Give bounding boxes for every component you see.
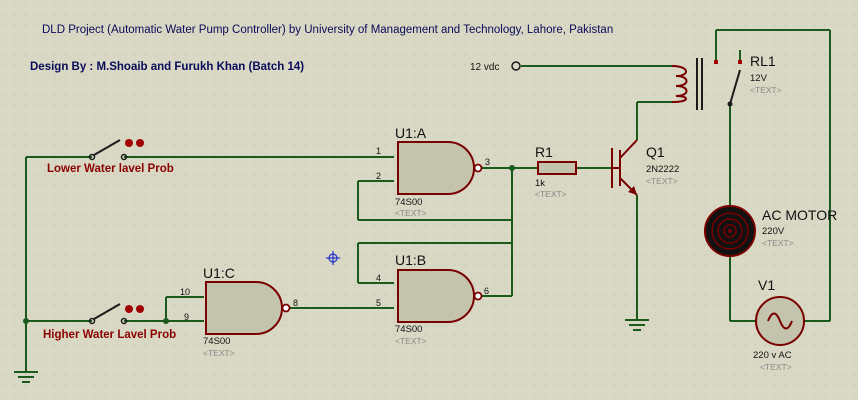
lower-probe-switch[interactable] — [88, 139, 145, 161]
q1-part: 2N2222 — [646, 164, 679, 175]
inverter-bubble — [473, 163, 483, 173]
probe-contact-icon — [125, 305, 133, 313]
relay-contact-icon — [714, 60, 718, 64]
diagram-title: DLD Project (Automatic Water Pump Contro… — [42, 24, 613, 36]
emitter-arrow-icon — [628, 186, 637, 195]
motor-value: 220V — [762, 226, 785, 237]
gate-u1b[interactable] — [397, 269, 483, 323]
u1c-text: <TEXT> — [203, 348, 235, 358]
u1b-pin5: 5 — [376, 298, 381, 308]
ground-transistor[interactable] — [625, 319, 649, 331]
supply-terminal-icon[interactable] — [511, 61, 521, 71]
u1c-pin8: 8 — [293, 298, 298, 308]
junctions — [23, 165, 515, 324]
rl1-value: 12V — [750, 73, 768, 84]
u1b-pin6: 6 — [484, 286, 489, 296]
u1a-part: 74S00 — [395, 197, 422, 208]
supply-label: 12 vdc — [470, 62, 499, 73]
u1c-pin10: 10 — [180, 287, 190, 297]
u1c-pin9: 9 — [184, 312, 189, 322]
gate-u1a[interactable] — [397, 141, 483, 195]
probe-contact-icon — [136, 139, 144, 147]
r1-ref: R1 — [535, 144, 553, 160]
r1-text: <TEXT> — [535, 189, 567, 199]
junction-dot — [163, 318, 169, 324]
u1b-ref: U1:B — [395, 252, 426, 268]
sine-wave-icon — [767, 312, 793, 330]
origin-crosshair-icon — [326, 251, 340, 265]
lower-probe-label: Lower Water lavel Prob — [47, 163, 174, 175]
relay-rl1[interactable] — [671, 58, 742, 110]
rl1-ref: RL1 — [750, 53, 776, 69]
u1a-ref: U1:A — [395, 125, 427, 141]
junction-dot — [23, 318, 29, 324]
u1b-pin4: 4 — [376, 273, 381, 283]
higher-probe-switch[interactable] — [88, 303, 145, 325]
q1-text: <TEXT> — [646, 176, 678, 186]
probe-contact-icon — [136, 305, 144, 313]
u1a-pin2: 2 — [376, 171, 381, 181]
junction-dot — [509, 165, 515, 171]
u1b-part: 74S00 — [395, 324, 422, 335]
ac-motor[interactable] — [704, 205, 756, 257]
transistor-q1[interactable] — [611, 139, 638, 196]
rl1-text: <TEXT> — [750, 85, 782, 95]
inverter-bubble — [281, 303, 291, 313]
ac-source-v1[interactable] — [755, 296, 805, 346]
probe-contact-icon — [125, 139, 133, 147]
u1b-text: <TEXT> — [395, 336, 427, 346]
q1-ref: Q1 — [646, 144, 665, 160]
u1a-text: <TEXT> — [395, 208, 427, 218]
inverter-bubble — [473, 291, 483, 301]
v1-ref: V1 — [758, 277, 775, 293]
higher-probe-label: Higher Water Lavel Prob — [43, 329, 176, 341]
gate-u1c[interactable] — [205, 281, 291, 335]
ground-left[interactable] — [14, 371, 38, 383]
motor-text: <TEXT> — [762, 238, 794, 248]
relay-contact-icon — [738, 60, 742, 64]
motor-ref: AC MOTOR — [762, 207, 837, 223]
r1-value: 1k — [535, 178, 545, 189]
relay-coil-icon — [671, 65, 688, 103]
u1c-ref: U1:C — [203, 265, 235, 281]
design-credit: Design By : M.Shoaib and Furukh Khan (Ba… — [30, 61, 304, 73]
v1-text: <TEXT> — [760, 362, 792, 372]
u1c-part: 74S00 — [203, 336, 230, 347]
resistor-r1[interactable] — [537, 161, 577, 175]
u1a-pin3: 3 — [485, 157, 490, 167]
v1-value: 220 v AC — [753, 350, 792, 361]
u1a-pin1: 1 — [376, 146, 381, 156]
